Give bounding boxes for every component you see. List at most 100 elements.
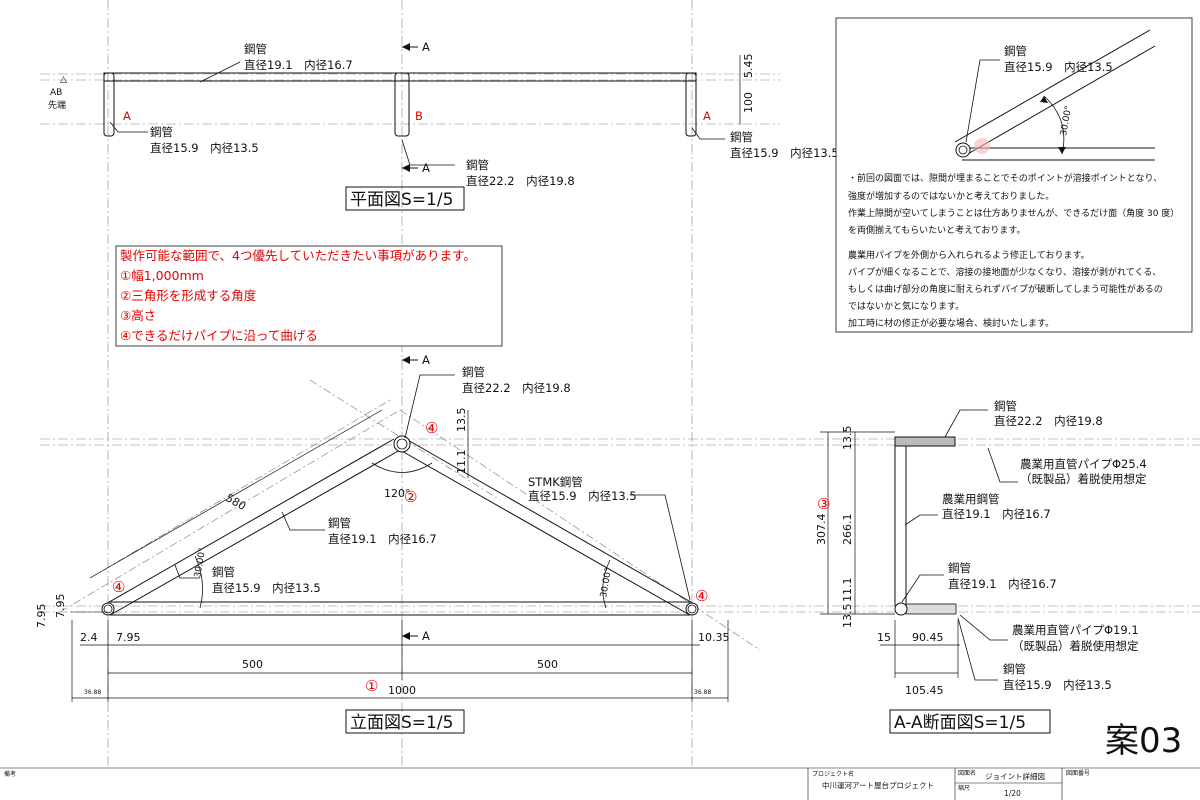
section-circ3: ③ xyxy=(817,495,830,513)
section-dim-3074: 307.4 xyxy=(815,514,828,546)
section-dim-135a: 13.5 xyxy=(841,426,854,451)
elev-dim-3688a: 36.88 xyxy=(84,689,101,696)
elev-dim-795b: 7.95 xyxy=(54,594,67,619)
priority-item-2: ②三角形を形成する角度 xyxy=(120,288,257,303)
apex-joint xyxy=(393,435,411,453)
tb-drawing-label: 図面名 xyxy=(958,769,976,777)
detail-note-4: を両側揃えてもらいたいと考えております。 xyxy=(848,224,1025,236)
plan-left-post xyxy=(103,72,115,137)
elev-bottom-pipe-spec: 直径15.9 内径13.5 xyxy=(212,581,321,595)
elevation-view-title: 立面図S=1/5 xyxy=(350,713,453,733)
plan-top-pipe-label: 鋼管 xyxy=(244,42,267,56)
priority-item-1: ①幅1,000mm xyxy=(120,268,204,283)
detail-pipe-spec: 直径15.9 内径13.5 xyxy=(1004,60,1113,74)
plan-right-pipe-spec: 直径15.9 内径13.5 xyxy=(730,146,839,160)
section-bottom-pipe-spec: 直径15.9 内径13.5 xyxy=(1003,678,1112,692)
detail-box: 30.00° 鋼管 直径15.9 内径13.5 ・前回の図面では、隙間が埋まるこ… xyxy=(835,17,1193,333)
section-dim-15: 15 xyxy=(877,631,891,644)
section-mark-a-elev-bottom: A xyxy=(402,629,430,643)
svg-text:A: A xyxy=(422,353,430,367)
tb-remarks-label: 備考 xyxy=(4,770,16,778)
plan-left-pipe-label: 鋼管 xyxy=(150,125,173,139)
elev-dim-580: 580 xyxy=(224,491,249,513)
plan-center-pipe-spec: 直径22.2 内径19.8 xyxy=(466,174,575,188)
section-mark-a-top: A xyxy=(402,40,430,54)
detail-note-8: もしくは曲げ部分の角度に耐えられずパイプが破断してしまう可能性があるの xyxy=(848,283,1163,295)
plan-view-title: 平面図S=1/5 xyxy=(350,190,453,210)
section-mark-a-bottom: A xyxy=(402,161,430,175)
elev-stmk-pipe-label: STMK鋼管 xyxy=(528,475,583,489)
plan-center-post xyxy=(394,72,410,137)
elev-circ4-apex: ④ xyxy=(425,419,438,437)
plan-view: 鋼管 直径19.1 内径16.7 鋼管 直径15.9 内径13.5 鋼管 直径2… xyxy=(48,40,839,211)
tb-project-label: プロジェクト名 xyxy=(812,770,854,778)
priority-heading: 製作可能な範囲で、4つ優先していただきたい事項があります。 xyxy=(120,248,476,263)
elev-dim-500b: 500 xyxy=(537,658,558,671)
plan-mark-b: B xyxy=(415,109,423,123)
elev-angle-apex: 120° xyxy=(384,487,411,500)
elev-dim-111: 11.1 xyxy=(455,450,468,475)
svg-text:A: A xyxy=(422,161,430,175)
detail-note-6: 農業用パイプを外側から入れられるよう修正しております。 xyxy=(848,249,1090,261)
elev-circ4-left: ④ xyxy=(112,578,125,596)
section-agri-steel-spec: 直径19.1 内径16.7 xyxy=(942,507,1051,521)
elev-bottom-pipe-label: 鋼管 xyxy=(212,565,235,579)
detail-note-3: 作業上隙間が空いてしまうことは仕方ありませんが、できるだけ面（角度 30 度） xyxy=(848,207,1179,219)
section-agri-steel: 農業用鋼管 xyxy=(942,492,1000,506)
plan-top-pipe-spec: 直径19.1 内径16.7 xyxy=(244,58,353,72)
plan-dim-545: 5.45 xyxy=(742,54,755,79)
plan-dim-100: 100 xyxy=(742,92,755,113)
section-view-title: A-A断面図S=1/5 xyxy=(894,713,1026,733)
tb-scale-label: 縮尺 xyxy=(958,784,970,792)
title-block xyxy=(0,767,1200,800)
section-lower-pipe-label: 鋼管 xyxy=(948,561,971,575)
section-agri-pipe-254: 農業用直管パイプΦ25.4 xyxy=(1020,457,1147,471)
detail-note-9: ではないかと気になります。 xyxy=(848,300,964,312)
svg-text:A: A xyxy=(422,40,430,54)
elev-dim-500a: 500 xyxy=(242,658,263,671)
plan-mark-ab: AB xyxy=(50,88,62,98)
section-dim-9045: 90.45 xyxy=(912,631,944,644)
priority-item-3: ③高さ xyxy=(120,308,156,323)
tb-project-name: 中川運河アート屋台プロジェクト xyxy=(822,780,934,790)
plan-mark-a-left: A xyxy=(123,109,131,123)
detail-note-10: 加工時に材の修正が必要な場合、検討いたします。 xyxy=(848,317,1054,329)
elev-dim-3688b: 36.88 xyxy=(694,689,711,696)
section-view: 鋼管 直径22.2 内径19.8 農業用直管パイプΦ25.4 （既製品）着脱使用… xyxy=(815,399,1147,734)
triangle-frame xyxy=(103,438,697,616)
elev-angle-left: 30.00° xyxy=(193,547,208,579)
section-mark-a-elev-top: A xyxy=(402,353,430,367)
elev-circ2: ② xyxy=(404,488,417,506)
elev-left-pipe-spec: 直径19.1 内径16.7 xyxy=(328,532,437,546)
tb-number-label: 図面番号 xyxy=(1066,770,1090,777)
plan-label: 案03 xyxy=(1105,721,1182,761)
elev-stmk-pipe-spec: 直径15.9 内径13.5 xyxy=(528,489,637,503)
section-bottom-pipe-label: 鋼管 xyxy=(1003,662,1026,676)
elev-dim-24: 2.4 xyxy=(80,631,98,644)
section-top-pipe-label: 鋼管 xyxy=(994,399,1017,413)
section-dim-2661: 266.1 xyxy=(841,514,854,546)
section-dim-10545: 105.45 xyxy=(905,684,944,697)
section-lower-pipe-spec: 直径19.1 内径16.7 xyxy=(948,577,1057,591)
svg-text:A: A xyxy=(422,629,430,643)
elev-dim-795c: 7.95 xyxy=(116,631,141,644)
section-agri-pipe-254-note: （既製品）着脱使用想定 xyxy=(1020,472,1147,486)
detail-note-1: ・前回の図面では、隙間が埋まることでそのポイントが溶接ポイントとなり、 xyxy=(848,172,1162,184)
detail-note-2: 強度が増加するのではないかと考えておりました。 xyxy=(848,190,1054,202)
elev-dim-1000: 1000 xyxy=(388,684,416,697)
section-dim-111: 11.1 xyxy=(841,578,854,603)
detail-note-7: パイプが細くなることで、溶接の接地面が少なくなり、溶接が剥がれてくる、 xyxy=(848,266,1161,278)
elev-circ1: ① xyxy=(365,677,378,695)
plan-left-pipe-spec: 直径15.9 内径13.5 xyxy=(150,141,259,155)
section-agri-pipe-191-note: （既製品）着脱使用想定 xyxy=(1012,639,1139,653)
tb-scale-value: 1/20 xyxy=(1004,789,1021,798)
plan-right-pipe-label: 鋼管 xyxy=(730,130,753,144)
priority-item-4: ④できるだけパイプに沿って曲げる xyxy=(120,328,318,343)
plan-center-pipe-label: 鋼管 xyxy=(466,158,489,172)
section-agri-pipe-191: 農業用直管パイプΦ19.1 xyxy=(1012,623,1139,637)
elev-dim-795a: 7.95 xyxy=(35,604,48,629)
elev-circ4-right: ④ xyxy=(695,587,708,605)
elev-left-pipe-label: 鋼管 xyxy=(328,516,351,530)
section-top-pipe xyxy=(894,436,956,447)
